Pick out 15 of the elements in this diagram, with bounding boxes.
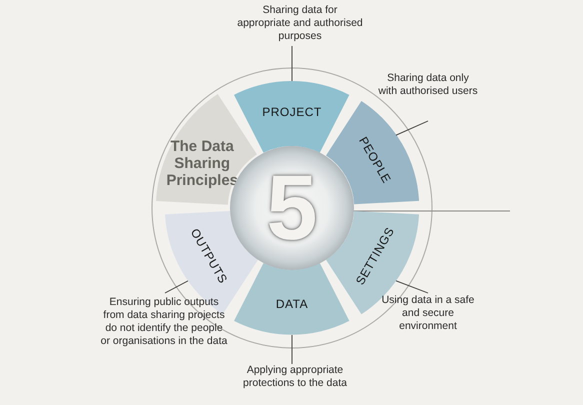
ring-segment: [234, 263, 350, 335]
ring-segment: [326, 101, 419, 205]
leader-line: [396, 280, 428, 294]
segment-label: DATA: [276, 296, 308, 311]
description-text: Applying appropriate protections to the data: [222, 364, 368, 390]
description-text: Sharing data for appropriate and authorised purposes: [237, 4, 363, 43]
leader-line: [396, 120, 428, 136]
leader-line: [164, 280, 188, 294]
ring-segment: [234, 81, 350, 153]
description-text: Ensuring public outputs from data sharing projects do not identify the people or organisations in the data: [100, 296, 228, 348]
description-text: Sharing data only with authorised users: [378, 72, 478, 98]
title-text: The Data Sharing Principles: [165, 138, 240, 189]
segment-label: PROJECT: [262, 105, 322, 119]
description-text: Using data in a safe and secure environment: [378, 294, 478, 333]
number-text: 5: [266, 162, 318, 254]
